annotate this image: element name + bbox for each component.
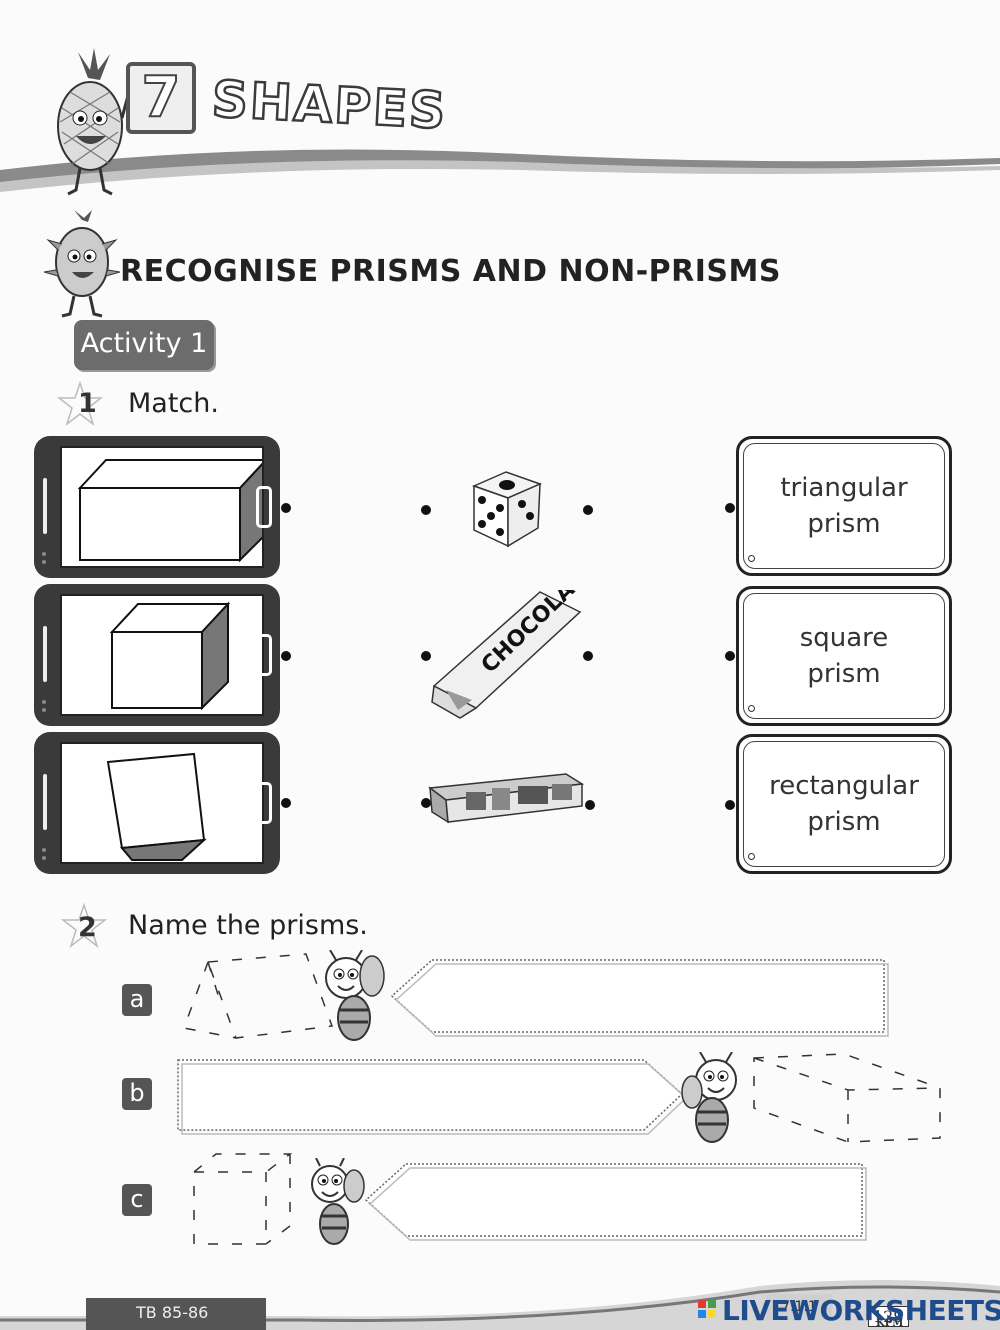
answer-line: prism (807, 509, 881, 539)
answer-line: prism (807, 807, 881, 837)
answer-card-3: rectangular prism (736, 734, 952, 874)
pencil-box-image-icon (428, 773, 584, 824)
match-dot-shape-1[interactable] (281, 503, 291, 513)
cube-drawing-icon (109, 601, 231, 711)
part-a-label: a (122, 984, 152, 1016)
match-dot-object-1-right[interactable] (583, 505, 593, 515)
dice-image-icon (471, 471, 543, 548)
match-dot-object-3-left[interactable] (421, 798, 431, 808)
chocolate-bar-image-icon: CHOCOLATE (431, 590, 590, 719)
shape-card-3 (34, 732, 280, 874)
match-dot-object-2-left[interactable] (421, 651, 431, 661)
answer-box-c[interactable] (362, 1160, 870, 1244)
rectangular-prism-drawing-icon (77, 457, 269, 563)
page-number: 129 (868, 1306, 909, 1327)
answer-line: triangular (780, 473, 908, 503)
liveworksheets-logo-icon (698, 1300, 716, 1318)
chapter-number-box: 7 (126, 62, 196, 134)
answer-card-3-label: rectangular prism (764, 768, 924, 840)
part-c-label: c (122, 1184, 152, 1216)
bee-mascot-icon (681, 1052, 737, 1143)
answer-line: square (799, 623, 889, 653)
match-dot-answer-1[interactable] (725, 503, 735, 513)
textbook-reference: TB 85-86 (86, 1298, 266, 1330)
match-dot-object-2-right[interactable] (583, 651, 593, 661)
publisher-label: KPM (876, 1318, 904, 1329)
chapter-number: 7 (141, 65, 182, 131)
question-2-number: 2 (78, 912, 97, 943)
standard-code: 7.1.1 (766, 1294, 832, 1320)
question-1-instruction: Match. (128, 388, 219, 419)
question-1-number: 1 (78, 388, 97, 419)
answer-line: prism (807, 659, 881, 689)
star-icon (56, 380, 104, 427)
answer-card-2: square prism (736, 586, 952, 726)
dragonfruit-mascot-icon (44, 210, 120, 318)
answer-box-b[interactable] (174, 1056, 688, 1138)
header-wave (0, 149, 1000, 192)
activity-label: Activity 1 (74, 320, 214, 370)
pineapple-mascot-icon (57, 48, 132, 196)
match-dot-answer-3[interactable] (725, 800, 735, 810)
answer-card-1-label: triangular prism (764, 470, 924, 542)
match-dot-object-3-right[interactable] (585, 800, 595, 810)
match-dot-answer-2[interactable] (725, 651, 735, 661)
shape-card-2 (34, 584, 280, 726)
answer-line: rectangular (769, 771, 919, 801)
dashed-cube-icon (193, 1153, 293, 1245)
answer-box-a[interactable] (388, 956, 890, 1040)
shape-card-1 (34, 436, 280, 578)
tilted-square-prism-drawing-icon (106, 752, 207, 861)
match-dot-shape-3[interactable] (281, 798, 291, 808)
dashed-triangular-prism-icon (182, 953, 334, 1039)
liveworksheets-brand: LIVEWORKSHEETS (722, 1294, 1000, 1327)
dashed-rectangular-prism-icon (753, 1053, 941, 1143)
part-b-label: b (122, 1078, 152, 1110)
bee-mascot-icon (311, 1158, 365, 1245)
star-icon (60, 902, 108, 949)
chapter-title: SHAPES (209, 69, 450, 142)
match-dot-shape-2[interactable] (281, 651, 291, 661)
answer-card-2-label: square prism (764, 620, 924, 692)
bee-mascot-icon (325, 950, 385, 1041)
match-dot-object-1-left[interactable] (421, 505, 431, 515)
answer-card-1: triangular prism (736, 436, 952, 576)
question-2-instruction: Name the prisms. (128, 910, 368, 941)
section-title: RECOGNISE PRISMS AND NON-PRISMS (120, 254, 781, 289)
